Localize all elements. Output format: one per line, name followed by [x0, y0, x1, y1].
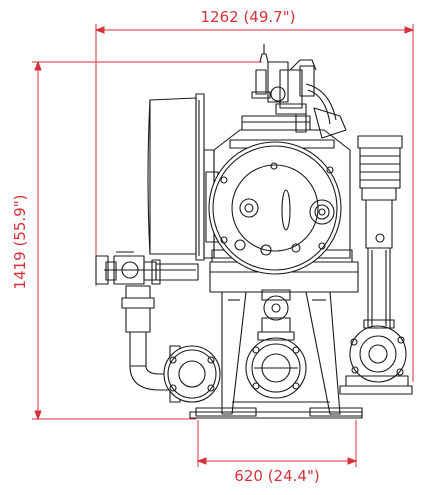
inlet-flange: [163, 345, 221, 403]
overall-width-label: 1262 (49.7"): [201, 8, 296, 26]
pump-outlet-flange: [339, 325, 413, 395]
left-inlet-pipe: [95, 251, 199, 391]
end-cover: [147, 93, 215, 261]
width-arrow-left: [94, 26, 105, 34]
base-arrow-left: [196, 457, 207, 465]
vertical-pump: [357, 135, 403, 329]
height-arrow-top: [34, 60, 42, 71]
outlet-flange: [245, 337, 307, 399]
width-arrow-right: [404, 26, 415, 34]
overall-height-label: 1419 (55.9"): [11, 195, 29, 290]
base-arrow-right: [347, 457, 358, 465]
height-arrow-bottom: [34, 410, 42, 421]
base-width-label: 620 (24.4"): [234, 467, 319, 485]
center-valve: [257, 289, 295, 341]
front-flywheel: [208, 141, 342, 275]
support-stand: [189, 291, 363, 419]
top-valve-assembly: [241, 44, 347, 139]
